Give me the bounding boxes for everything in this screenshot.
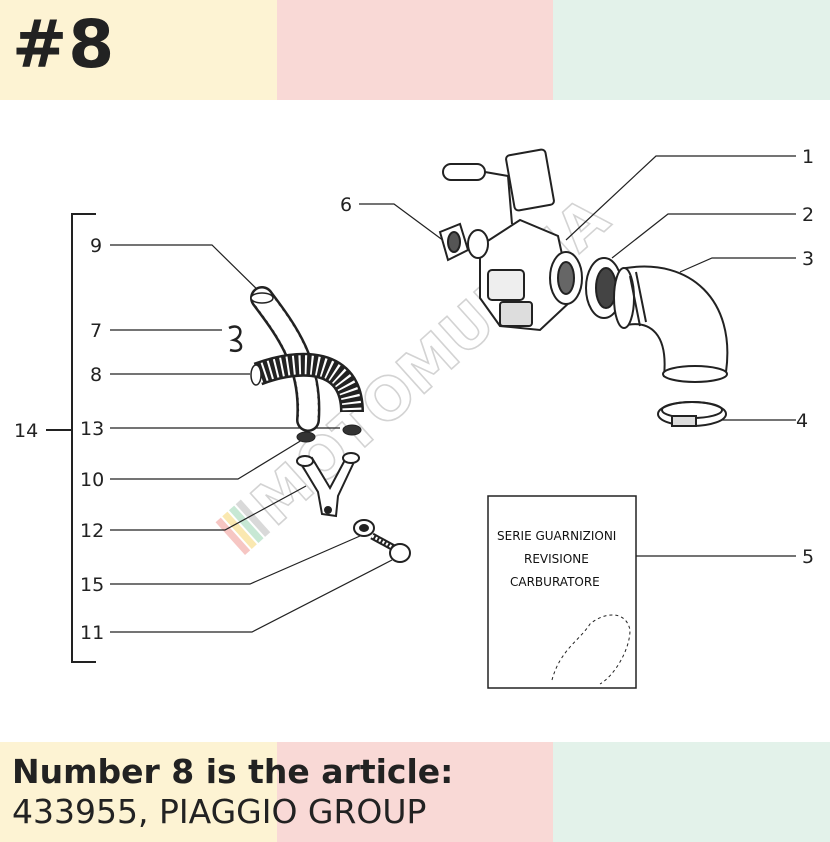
part-3-intake-elbow: [613, 265, 729, 383]
callout-4: 4: [796, 410, 808, 432]
callout-3: 3: [802, 248, 814, 270]
article-heading: Number 8 is the article:: [12, 752, 454, 791]
band-mint: [553, 0, 830, 100]
header-color-band: [0, 0, 830, 100]
callout-13: 13: [80, 418, 104, 440]
part-15-washer: [353, 519, 375, 537]
footer-color-band: [0, 742, 830, 842]
band-yellow-bottom: [0, 742, 277, 842]
callout-5: 5: [802, 546, 814, 568]
band-yellow: [0, 0, 277, 100]
callout-14: 14: [14, 420, 38, 442]
callout-15: 15: [80, 574, 104, 596]
exploded-parts-diagram: MOTOMURCIA 1 2 3 4 5 6 7 8 9 10 11 12: [14, 146, 814, 689]
part-13-hose-clamps: [296, 424, 362, 443]
callout-6: 6: [340, 194, 352, 216]
callout-labels: 1 2 3 4 5 6 7 8 9 10 11 12 13 14 15: [14, 146, 814, 644]
booklet-line-3: CARBURATORE: [510, 575, 600, 589]
callout-11: 11: [80, 622, 104, 644]
part-1-carburetor: [442, 148, 583, 332]
callout-12: 12: [80, 520, 104, 542]
band-pink: [276, 0, 554, 100]
part-9-fuel-hose: [250, 286, 321, 432]
callout-9: 9: [90, 235, 102, 257]
leader-lines: [110, 155, 796, 633]
part-5-gasket-kit-booklet: SERIE GUARNIZIONI REVISIONE CARBURATORE: [487, 495, 637, 689]
part-7-clip: [228, 325, 243, 353]
callout-7: 7: [90, 320, 102, 342]
part-2-seal-ring: [585, 257, 623, 319]
callout-2: 2: [802, 204, 814, 226]
band-mint-bottom: [553, 742, 830, 842]
booklet-line-1: SERIE GUARNIZIONI: [497, 529, 616, 543]
callout-10: 10: [80, 469, 104, 491]
callout-8: 8: [90, 364, 102, 386]
part-number-title: #8: [12, 6, 116, 83]
article-code: 433955, PIAGGIO GROUP: [12, 792, 427, 831]
part-6-gasket: [438, 222, 470, 262]
assembly-bracket-14: [46, 213, 96, 663]
band-pink-bottom: [276, 742, 554, 842]
part-8-curved-hose: [250, 352, 364, 413]
callout-1: 1: [802, 146, 814, 168]
part-11-bolt: [370, 532, 411, 563]
booklet-line-2: REVISIONE: [524, 552, 589, 566]
part-12-y-fitting: [296, 452, 360, 518]
part-4-hose-clamp: [657, 401, 727, 427]
